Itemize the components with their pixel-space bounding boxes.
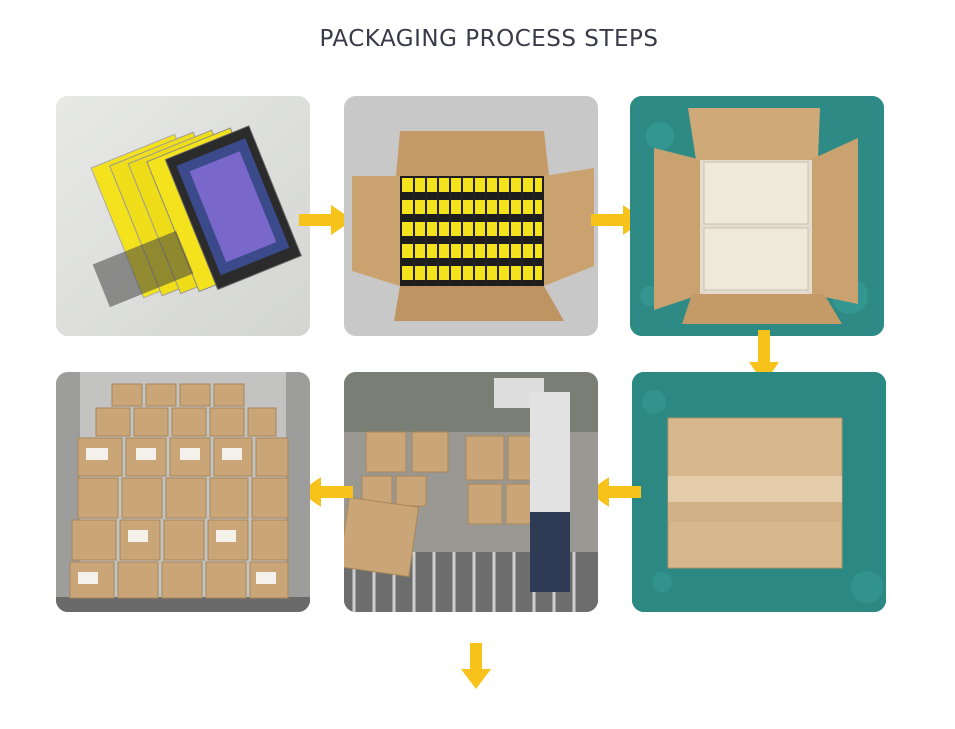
open-carton-with-packs-photo bbox=[344, 96, 598, 336]
arrow-right-icon bbox=[299, 205, 353, 235]
step-1-photo bbox=[56, 96, 310, 336]
sealed-carton-photo bbox=[632, 372, 886, 612]
arrow-left-icon bbox=[587, 477, 641, 507]
step-6-photo bbox=[56, 372, 310, 612]
arrow-down-icon bbox=[749, 330, 779, 384]
arrow-left-icon bbox=[299, 477, 353, 507]
step-5-photo bbox=[344, 372, 598, 612]
arrow-down-icon bbox=[461, 643, 491, 689]
step-3-photo bbox=[630, 96, 884, 336]
carton-with-inner-boxes-photo bbox=[630, 96, 884, 336]
step-2-photo bbox=[344, 96, 598, 336]
loading-cartons-photo bbox=[344, 372, 598, 612]
container-full-of-cartons-photo bbox=[56, 372, 310, 612]
packaged-screen-protectors-photo bbox=[56, 96, 310, 336]
step-4-photo bbox=[632, 372, 886, 612]
page-title: PACKAGING PROCESS STEPS bbox=[319, 26, 659, 52]
